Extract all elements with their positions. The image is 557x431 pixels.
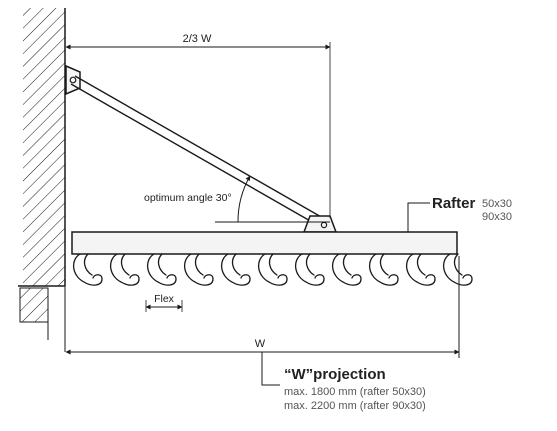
rafter-size-2: 90x30	[482, 211, 512, 223]
projection-line-1: max. 1800 mm (rafter 50x30)	[284, 386, 426, 398]
rafter-label-group: Rafter 50x30 90x30	[407, 195, 512, 232]
hook-icon	[184, 253, 214, 286]
hook-icon	[110, 253, 140, 286]
rafter-title: Rafter	[432, 195, 476, 212]
rafter-beam	[71, 231, 458, 255]
width-label: W	[255, 338, 266, 350]
angle-annotation: optimum angle 30°	[144, 175, 330, 223]
hook-icon	[295, 253, 325, 286]
two-thirds-dimension: 2/3 W	[65, 33, 331, 218]
angle-arc	[237, 175, 251, 223]
hook-icon	[332, 253, 362, 286]
projection-line-2: max. 2200 mm (rafter 90x30)	[284, 400, 426, 412]
wall-foundation-hatch	[19, 287, 49, 323]
two-thirds-label: 2/3 W	[183, 33, 212, 45]
hook-icon	[443, 253, 473, 286]
angle-label: optimum angle 30°	[144, 192, 232, 204]
hook-icon	[73, 253, 103, 286]
flex-dimension: Flex	[145, 293, 183, 312]
hook-icon	[406, 253, 436, 286]
rafter-bracket	[302, 215, 338, 233]
wall	[18, 8, 66, 352]
hook-icon	[147, 253, 177, 286]
flex-label: Flex	[154, 293, 175, 305]
rafter-size-1: 50x30	[482, 198, 512, 210]
wall-hatch	[23, 8, 65, 286]
hook-icon	[369, 253, 399, 286]
projection-leader-line	[261, 352, 280, 386]
projection-block: “W”projection max. 1800 mm (rafter 50x30…	[261, 352, 426, 412]
hook-icon	[258, 253, 288, 286]
hooks-row	[73, 253, 473, 286]
wall-bracket-pin-icon	[69, 76, 77, 84]
hook-icon	[221, 253, 251, 286]
rafter-leader-line	[407, 202, 430, 232]
projection-title: “W”projection	[284, 366, 386, 383]
wall-bracket	[65, 64, 81, 96]
support-arm	[70, 75, 331, 231]
